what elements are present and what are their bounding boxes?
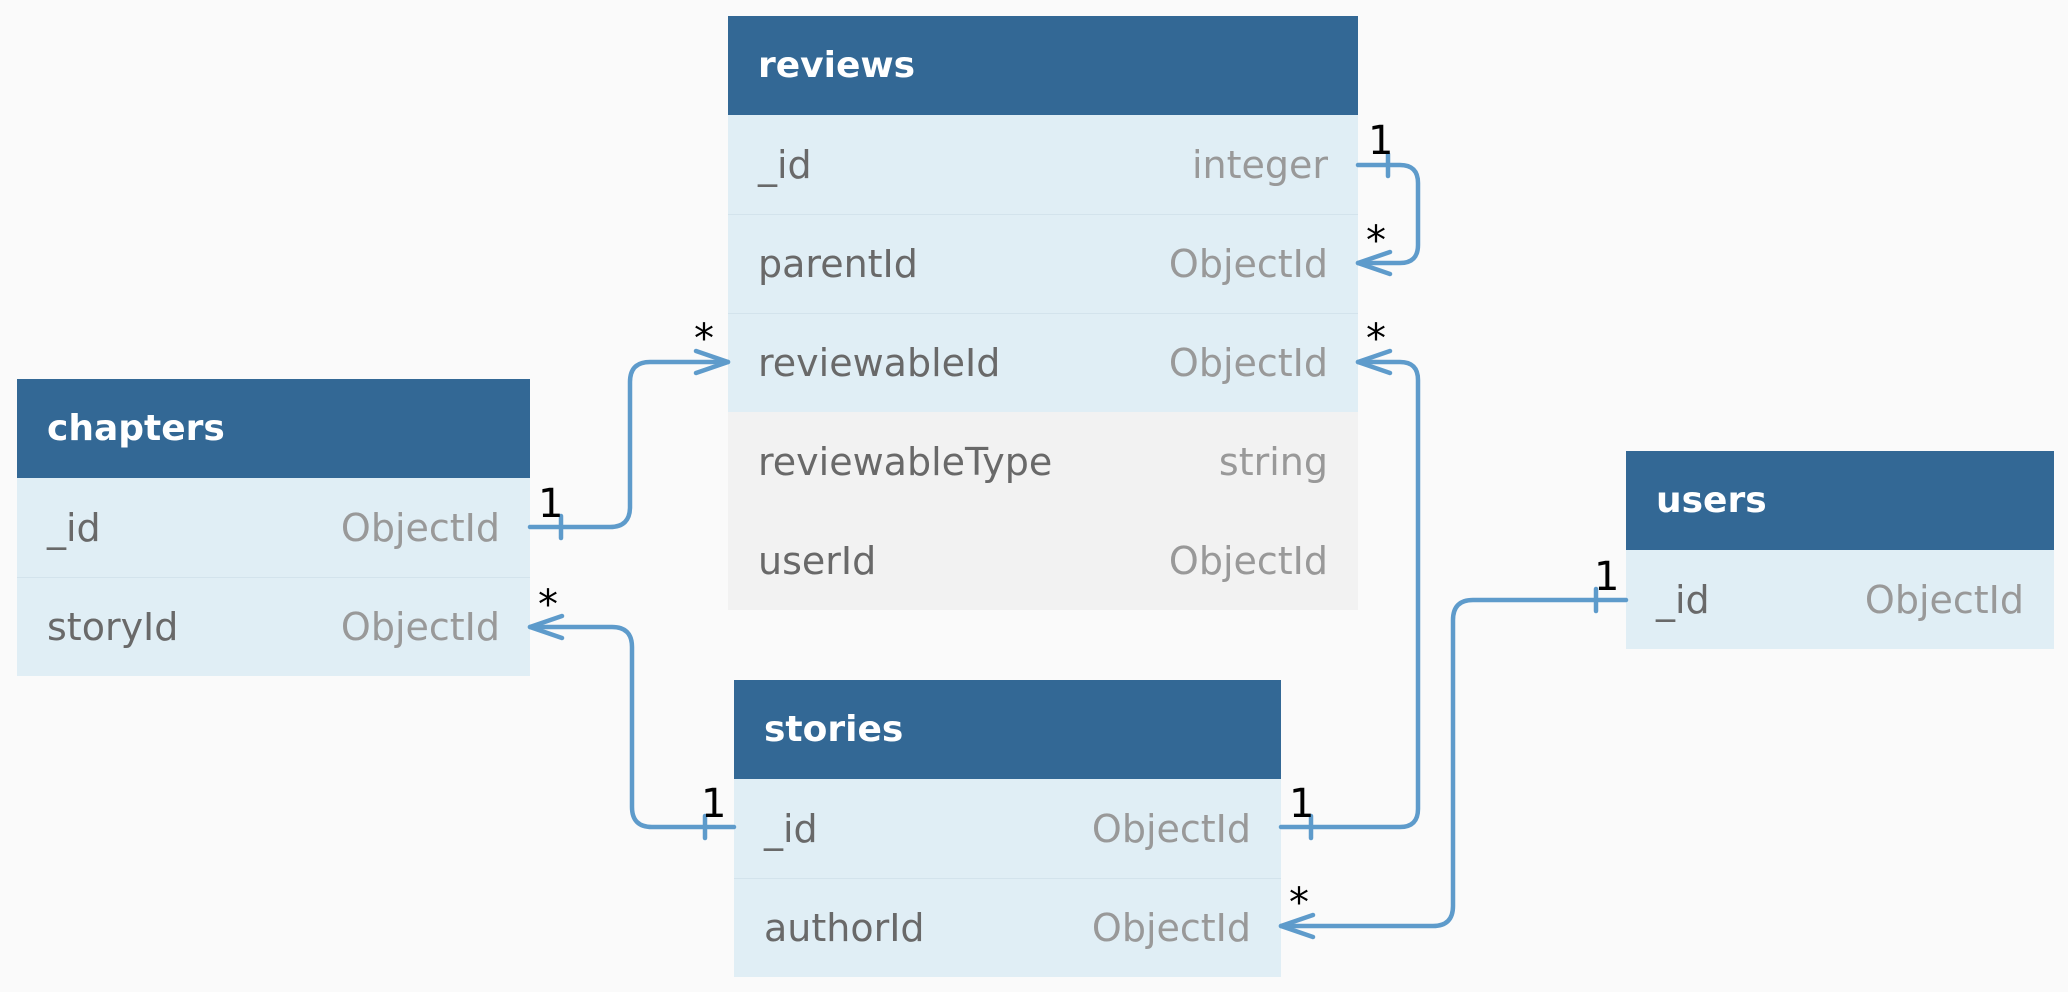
field-row-chapters-storyId[interactable]: storyId ObjectId [17, 577, 530, 676]
field-row-stories-authorId[interactable]: authorId ObjectId [734, 878, 1281, 977]
field-type: ObjectId [1168, 242, 1328, 286]
table-users[interactable]: users _id ObjectId [1626, 451, 2054, 649]
field-type: ObjectId [340, 605, 500, 649]
field-row-chapters-id[interactable]: _id ObjectId [17, 478, 530, 577]
cardinality-many: * [694, 316, 714, 362]
field-name: _id [764, 806, 818, 851]
cardinality-one: 1 [1594, 554, 1619, 600]
relation-stories-id-to-storyId[interactable]: 1 * [527, 582, 737, 841]
field-row-reviews-userId[interactable]: userId ObjectId [728, 511, 1358, 610]
field-type: ObjectId [1091, 906, 1251, 950]
table-header-reviews[interactable]: reviews [728, 16, 1358, 115]
field-name: storyId [47, 605, 179, 649]
field-row-reviews-parentId[interactable]: parentId ObjectId [728, 214, 1358, 313]
relation-users-id-to-authorId[interactable]: 1 * [1278, 554, 1629, 940]
field-type: integer [1191, 142, 1328, 187]
field-row-stories-id[interactable]: _id ObjectId [734, 779, 1281, 878]
table-header-stories[interactable]: stories [734, 680, 1281, 779]
cardinality-many: * [538, 582, 558, 628]
relation-chapters-id-to-reviewableId[interactable]: 1 * [527, 316, 731, 541]
table-stories[interactable]: stories _id ObjectId authorId ObjectId [734, 680, 1281, 977]
cardinality-many: * [1289, 880, 1309, 926]
table-header-users[interactable]: users [1626, 451, 2054, 550]
cardinality-one: 1 [1289, 781, 1314, 827]
field-type: ObjectId [1091, 806, 1251, 851]
table-reviews[interactable]: reviews _id integer parentId ObjectId re… [728, 16, 1358, 610]
field-type: ObjectId [340, 505, 500, 550]
relation-reviews-id-to-parentId[interactable]: 1 * [1355, 118, 1421, 277]
field-name: reviewableId [758, 341, 1001, 385]
cardinality-one: 1 [538, 481, 563, 527]
field-row-reviews-id[interactable]: _id integer [728, 115, 1358, 214]
field-row-reviews-reviewableId[interactable]: reviewableId ObjectId [728, 313, 1358, 412]
field-name: _id [47, 505, 101, 550]
field-name: reviewableType [758, 440, 1053, 484]
field-row-users-id[interactable]: _id ObjectId [1626, 550, 2054, 649]
cardinality-one: 1 [701, 781, 726, 827]
field-type: ObjectId [1168, 539, 1328, 583]
field-type: ObjectId [1864, 577, 2024, 622]
table-chapters[interactable]: chapters _id ObjectId storyId ObjectId [17, 379, 530, 676]
cardinality-many: * [1366, 316, 1386, 362]
field-type: ObjectId [1168, 341, 1328, 385]
field-row-reviews-reviewableType[interactable]: reviewableType string [728, 412, 1358, 511]
field-name: _id [1656, 577, 1710, 622]
field-name: userId [758, 539, 877, 583]
cardinality-many: * [1366, 218, 1386, 264]
field-name: parentId [758, 242, 918, 286]
cardinality-one: 1 [1368, 118, 1393, 164]
field-name: _id [758, 142, 812, 187]
field-type: string [1218, 440, 1328, 484]
table-header-chapters[interactable]: chapters [17, 379, 530, 478]
field-name: authorId [764, 906, 925, 950]
